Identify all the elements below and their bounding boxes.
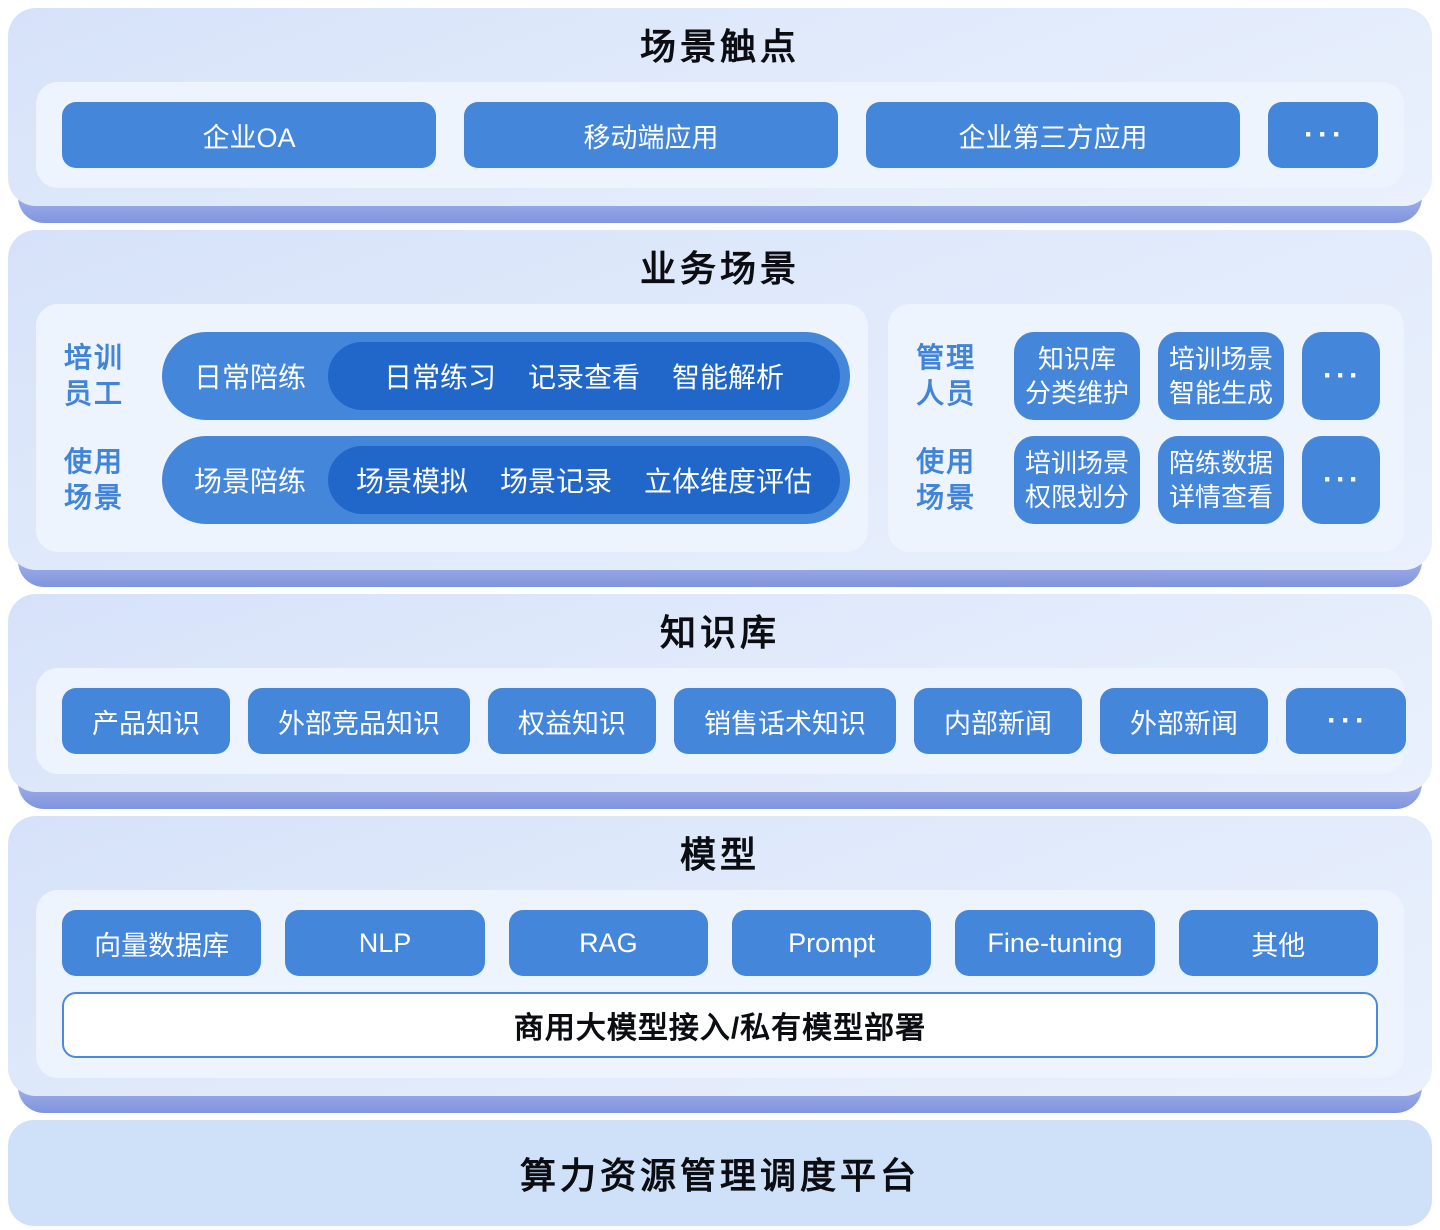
chip-line: 详情查看	[1169, 482, 1274, 512]
chip-line: 智能生成	[1169, 378, 1274, 408]
manager-row-label: 管理 人员	[916, 340, 996, 412]
chip-permission-division: 培训场景 权限划分	[1014, 436, 1141, 524]
manager-row-1: 管理 人员 知识库 分类维护 培训场景 智能生成 ···	[916, 332, 1380, 420]
touchpoints-tray: 企业OA 移动端应用 企业第三方应用 ···	[36, 82, 1404, 188]
knowledge-chip-internal-news: 内部新闻	[914, 688, 1082, 754]
model-chip-row: 向量数据库 NLP RAG Prompt Fine-tuning 其他	[62, 910, 1378, 976]
employee-scenarios-panel: 培训 员工 日常陪练 日常练习 记录查看 智能解析	[36, 304, 869, 552]
chip-line: 培训场景	[1025, 448, 1130, 478]
manager-scenarios-panel: 管理 人员 知识库 分类维护 培训场景 智能生成 ···	[888, 304, 1404, 552]
knowledge-title: 知识库	[659, 612, 780, 653]
manager-row2-more-ellipsis: ···	[1302, 436, 1380, 524]
chip-line: 权限划分	[1025, 482, 1130, 512]
knowledge-chip-benefits: 权益知识	[488, 688, 656, 754]
model-chip-vector-db: 向量数据库	[62, 910, 262, 976]
model-chip-other: 其他	[1178, 910, 1378, 976]
employee-row-daily: 培训 员工 日常陪练 日常练习 记录查看 智能解析	[64, 332, 851, 420]
manager-row-label: 使用 场景	[916, 444, 996, 516]
scenario-practice-pill-inner: 场景模拟 场景记录 立体维度评估	[328, 446, 841, 514]
label-line: 人员	[916, 378, 977, 409]
manager-row-2: 使用 场景 培训场景 权限划分 陪练数据 详情查看 ···	[916, 436, 1380, 524]
touchpoint-chip-mobile-app: 移动端应用	[464, 102, 838, 168]
model-title: 模型	[679, 834, 760, 875]
business-title: 业务场景	[639, 248, 800, 289]
model-chip-prompt: Prompt	[731, 910, 932, 976]
touchpoints-title: 场景触点	[639, 26, 800, 67]
pill-item: 智能解析	[672, 362, 785, 393]
knowledge-tray: 产品知识 外部竞品知识 权益知识 销售话术知识 内部新闻 外部新闻 ···	[36, 668, 1406, 774]
label-line: 管理	[916, 342, 977, 373]
daily-practice-pill: 日常陪练 日常练习 记录查看 智能解析	[162, 332, 851, 420]
model-chip-fine-tuning: Fine-tuning	[955, 910, 1155, 976]
employee-row-label: 培训 员工	[64, 340, 144, 412]
touchpoints-section: 场景触点 企业OA 移动端应用 企业第三方应用 ···	[8, 8, 1432, 223]
knowledge-chip-sales-script: 销售话术知识	[674, 688, 896, 754]
model-section: 模型 向量数据库 NLP RAG Prompt Fine-tuning 其他 商…	[8, 816, 1432, 1113]
label-line: 员工	[64, 378, 125, 409]
knowledge-chip-product: 产品知识	[62, 688, 230, 754]
label-line: 场景	[64, 482, 125, 513]
touchpoint-chip-enterprise-oa: 企业OA	[62, 102, 436, 168]
pill-item: 记录查看	[528, 362, 641, 393]
model-tray: 向量数据库 NLP RAG Prompt Fine-tuning 其他 商用大模…	[36, 890, 1404, 1078]
chip-line: 知识库	[1038, 344, 1117, 374]
label-line: 场景	[916, 482, 977, 513]
label-line: 培训	[64, 342, 125, 373]
scenario-practice-pill: 场景陪练 场景模拟 场景记录 立体维度评估	[162, 436, 851, 524]
knowledge-section-body: 知识库 产品知识 外部竞品知识 权益知识 销售话术知识 内部新闻 外部新闻 ··…	[8, 594, 1432, 792]
model-section-body: 模型 向量数据库 NLP RAG Prompt Fine-tuning 其他 商…	[8, 816, 1432, 1096]
pill-label: 场景陪练	[194, 466, 307, 497]
employee-row-scenario: 使用 场景 场景陪练 场景模拟 场景记录 立体维度评估	[64, 436, 851, 524]
knowledge-chip-external-news: 外部新闻	[1100, 688, 1268, 754]
chip-line: 培训场景	[1169, 344, 1274, 374]
touchpoint-chip-third-party-app: 企业第三方应用	[866, 102, 1240, 168]
model-access-bar: 商用大模型接入/私有模型部署	[62, 992, 1378, 1058]
pill-label: 日常陪练	[194, 362, 307, 393]
model-chip-rag: RAG	[508, 910, 708, 976]
platform-title: 算力资源管理调度平台	[519, 1155, 920, 1196]
label-line: 使用	[64, 446, 125, 477]
chip-knowledge-maintenance: 知识库 分类维护	[1014, 332, 1141, 420]
chip-scenario-generation: 培训场景 智能生成	[1158, 332, 1284, 420]
touchpoints-section-body: 场景触点 企业OA 移动端应用 企业第三方应用 ···	[8, 8, 1432, 206]
platform-section: 算力资源管理调度平台	[8, 1120, 1432, 1226]
label-line: 使用	[916, 446, 977, 477]
pill-item: 日常练习	[384, 362, 497, 393]
manager-row1-more-ellipsis: ···	[1302, 332, 1380, 420]
business-section-body: 业务场景 培训 员工 日常陪练 日常练习 记录查看	[8, 230, 1432, 570]
pill-item: 场景记录	[500, 466, 613, 497]
business-section: 业务场景 培训 员工 日常陪练 日常练习 记录查看	[8, 230, 1432, 587]
pill-item: 场景模拟	[356, 466, 469, 497]
knowledge-chip-competitor: 外部竞品知识	[248, 688, 470, 754]
chip-practice-data-detail: 陪练数据 详情查看	[1158, 436, 1284, 524]
model-chip-nlp: NLP	[285, 910, 485, 976]
daily-practice-pill-inner: 日常练习 记录查看 智能解析	[328, 342, 841, 410]
touchpoints-more-ellipsis: ···	[1268, 102, 1378, 168]
chip-line: 分类维护	[1025, 378, 1130, 408]
knowledge-section: 知识库 产品知识 外部竞品知识 权益知识 销售话术知识 内部新闻 外部新闻 ··…	[8, 594, 1432, 809]
employee-row-label: 使用 场景	[64, 444, 144, 516]
business-trays: 培训 员工 日常陪练 日常练习 记录查看 智能解析	[36, 304, 1404, 552]
knowledge-more-ellipsis: ···	[1286, 688, 1406, 754]
pill-item: 立体维度评估	[644, 466, 813, 497]
chip-line: 陪练数据	[1169, 448, 1274, 478]
